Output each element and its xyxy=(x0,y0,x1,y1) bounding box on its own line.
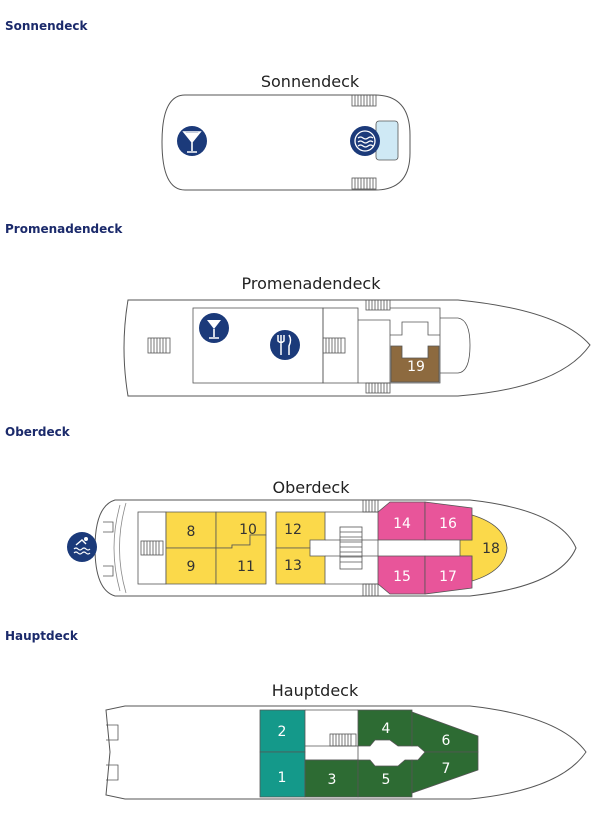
cabin-13 xyxy=(275,547,326,585)
hauptdeck-green-cabins xyxy=(304,709,479,798)
deck-label-promenadendeck: Promenadendeck xyxy=(242,274,382,293)
cabin-8-label: 8 xyxy=(187,524,196,540)
cabin-19-label: 19 xyxy=(407,359,425,375)
cabin-15 xyxy=(377,555,426,595)
cabin-3-label: 3 xyxy=(328,772,337,788)
cocktail-icon xyxy=(177,126,207,156)
sonnendeck-hull xyxy=(161,94,411,191)
cabin-4-label: 4 xyxy=(382,721,391,737)
cabin-7-label: 7 xyxy=(442,761,451,777)
cabin-2-label: 2 xyxy=(278,724,287,740)
cabin-12-label: 12 xyxy=(284,522,302,538)
hauptdeck-plan: Hauptdeck 2 1 3 4 5 6 7 xyxy=(105,681,587,800)
oberdeck-yellow-cabins xyxy=(165,511,508,585)
cabin-15-label: 15 xyxy=(393,569,411,585)
cabin-17 xyxy=(424,555,473,595)
cabin-6-label: 6 xyxy=(442,733,451,749)
promenadendeck-plan: Promenadendeck 19 xyxy=(123,274,591,397)
cabin-16-label: 16 xyxy=(439,516,457,532)
cabin-7 xyxy=(411,751,479,794)
hauptdeck-teal-cabins xyxy=(259,709,306,798)
deck-label-oberdeck: Oberdeck xyxy=(273,478,351,497)
cabin-10-label: 10 xyxy=(239,522,257,538)
cocktail-icon xyxy=(199,313,229,343)
cabin-14-label: 14 xyxy=(393,516,411,532)
cabin-19 xyxy=(390,345,440,383)
cabin-17-label: 17 xyxy=(439,569,457,585)
section-title-promenadendeck: Promenadendeck xyxy=(5,222,123,236)
cabin-16 xyxy=(424,501,473,541)
promenadendeck-hull xyxy=(123,299,591,397)
cabin-13-label: 13 xyxy=(284,558,302,574)
hauptdeck-hull xyxy=(105,705,587,800)
section-title-sonnendeck: Sonnendeck xyxy=(5,19,88,33)
cabin-1-label: 1 xyxy=(278,770,287,786)
dining-icon xyxy=(270,330,300,360)
oberdeck-plan: Oberdeck 8 9 10 11 xyxy=(67,478,577,597)
stairs xyxy=(140,499,379,597)
section-title-oberdeck: Oberdeck xyxy=(5,425,70,439)
cabin-5 xyxy=(357,759,413,798)
cabin-11-label: 11 xyxy=(237,559,255,575)
deck-label-sonnendeck: Sonnendeck xyxy=(261,72,360,91)
cabin-9-label: 9 xyxy=(187,559,196,575)
sonnendeck-plan: Sonnendeck xyxy=(161,72,411,191)
cabin-14 xyxy=(377,501,426,541)
cabin-11 xyxy=(215,534,267,585)
stairs xyxy=(147,299,391,394)
oberdeck-pink-cabins xyxy=(377,501,473,595)
pool-icon xyxy=(67,532,97,562)
whirlpool-icon xyxy=(350,126,380,156)
cabin-5-label: 5 xyxy=(382,772,391,788)
deck-label-hauptdeck: Hauptdeck xyxy=(272,681,359,700)
cabin-18-label: 18 xyxy=(482,541,500,557)
section-title-hauptdeck: Hauptdeck xyxy=(5,629,78,643)
stairs xyxy=(351,94,377,190)
